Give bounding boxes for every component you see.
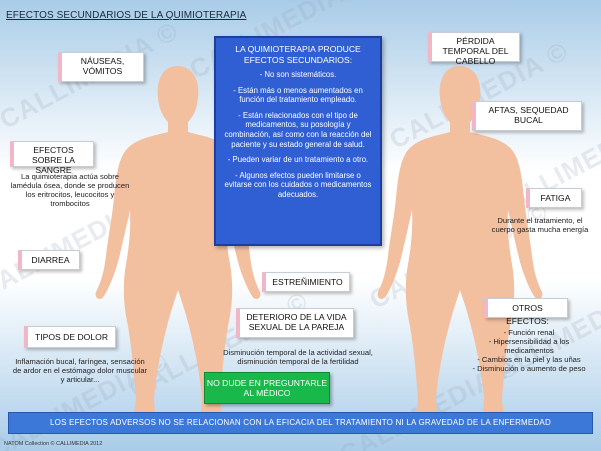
fatiga-label: FATIGA (526, 188, 582, 208)
otros-item: - Disminución o aumento de peso (472, 364, 586, 373)
otros-list: - Función renal - Hipersensibilidad a lo… (466, 328, 592, 373)
diarrea-label: DIARREA (18, 250, 80, 270)
page-title: EFECTOS SECUNDARIOS DE LA QUIMIOTERAPIA (6, 10, 247, 21)
bottom-banner: LOS EFECTOS ADVERSOS NO SE RELACIONAN CO… (8, 412, 593, 434)
otros-item: - Hipersensibilidad a los medicamentos (488, 337, 570, 355)
ask-doctor-button[interactable]: NO DUDE EN PREGUNTARLE AL MÉDICO (204, 372, 330, 404)
center-info-panel: LA QUIMIOTERAPIA PRODUCE EFECTOS SECUNDA… (214, 36, 382, 246)
cabello-label: PÉRDIDA TEMPORAL DEL CABELLO (428, 32, 520, 66)
sexual-note: Disminución temporal de la actividad sex… (223, 348, 373, 366)
center-point: - Algunos efectos pueden limitarse o evi… (224, 170, 372, 199)
center-heading: LA QUIMIOTERAPIA PRODUCE EFECTOS SECUNDA… (235, 44, 361, 65)
sexual-label: DETERIORO DE LA VIDA SEXUAL DE LA PAREJA (236, 308, 354, 338)
credit-text: NATOM Collection © CALLIMEDIA 2012 (4, 441, 103, 447)
center-point: - Están más o menos aumentados en funció… (233, 85, 363, 105)
otros-item: - Función renal (503, 328, 555, 337)
nauseas-label: NÁUSEAS, VÓMITOS (58, 52, 144, 82)
otros-item: - Cambios en la piel y las uñas (477, 355, 581, 364)
center-point: - Pueden variar de un tratamiento a otro… (227, 155, 369, 165)
otros-label: OTROS EFECTOS: (484, 298, 568, 326)
center-point: - No son sistemáticos. (259, 70, 337, 79)
dolor-label: TIPOS DE DOLOR (24, 326, 116, 348)
aftas-label: AFTAS, SEQUEDAD BUCAL (472, 101, 582, 131)
sangre-label: EFECTOS SOBRE LA SANGRE (10, 141, 94, 175)
dolor-note: Inflamación bucal, faríngea, sensación d… (12, 357, 148, 384)
fatiga-note: Durante el tratamiento, el cuerpo gasta … (491, 216, 589, 234)
body-back-figure (377, 66, 543, 416)
center-point: - Están relacionados con el tipo de medi… (224, 110, 372, 149)
sangre-note: La quimioterapia actúa sobre lamédula ós… (10, 172, 130, 208)
estrenimiento-label: ESTREÑIMIENTO (262, 272, 350, 292)
